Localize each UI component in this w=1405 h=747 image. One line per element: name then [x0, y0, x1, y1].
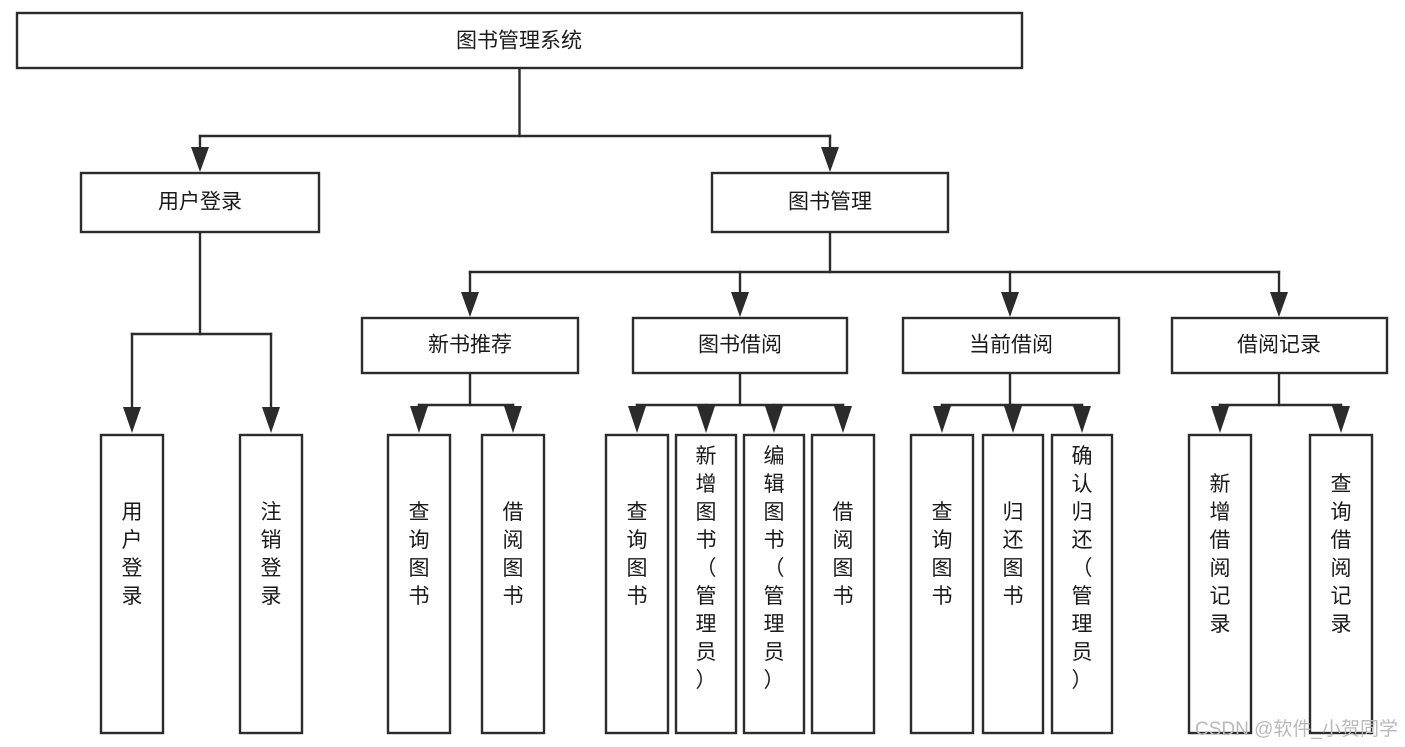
connector-group-root: [191, 66, 839, 172]
node-leaf-query-book-current[interactable]: 查询图书: [909, 433, 975, 735]
node-current-borrow-label: 当前借阅: [969, 334, 1053, 357]
node-leaf-user-login[interactable]: 用户登录: [99, 433, 165, 735]
arrow-to-leaf-borrow-book-2: [834, 406, 852, 433]
arrow-root-to-book-mgmt: [821, 147, 839, 172]
node-leaf-return-book-label: 归还图书: [1003, 501, 1024, 608]
arrow-to-leaf-query-book-1: [410, 406, 428, 433]
connector-group-book-borrow: [628, 371, 852, 433]
node-leaf-borrow-book-rec-box[interactable]: [480, 433, 546, 735]
node-new-book-recommend[interactable]: 新书推荐: [360, 316, 580, 375]
node-new-book-recommend-box[interactable]: [360, 316, 580, 375]
arrow-to-book-borrow: [731, 292, 749, 317]
node-borrow-record[interactable]: 借阅记录: [1170, 316, 1389, 375]
node-leaf-query-book-borrow-label: 查询图书: [627, 501, 648, 608]
arrow-to-leaf-borrow-book-1: [504, 406, 522, 433]
node-leaf-return-book-box[interactable]: [981, 433, 1045, 735]
connector-group-book-mgmt: [461, 230, 1288, 317]
node-current-borrow[interactable]: 当前借阅: [901, 316, 1121, 375]
node-leaf-query-book-current-box[interactable]: [909, 433, 975, 735]
node-leaf-add-book[interactable]: 新增图书（管理员）: [674, 433, 738, 735]
arrow-to-new-book-rec: [461, 292, 479, 317]
arrow-to-leaf-return-book: [1004, 406, 1022, 433]
node-leaf-add-record-box[interactable]: [1187, 433, 1253, 735]
node-leaf-edit-book-label: 编辑图书（管理员）: [764, 445, 785, 692]
node-leaf-logout-label: 注销登录: [261, 501, 282, 608]
node-book-borrow-box[interactable]: [631, 316, 849, 375]
node-leaf-confirm-return[interactable]: 确认归还（管理员）: [1050, 433, 1114, 735]
node-leaf-borrow-book-label: 借阅图书: [833, 501, 854, 608]
node-borrow-record-label: 借阅记录: [1237, 334, 1321, 357]
node-leaf-query-book-current-label: 查询图书: [932, 501, 953, 608]
arrow-to-leaf-query-book-2: [628, 406, 646, 433]
connector-group-borrow-record: [1211, 371, 1350, 433]
node-leaf-borrow-book-box[interactable]: [810, 433, 876, 735]
node-leaf-confirm-return-label: 确认归还（管理员）: [1072, 445, 1093, 692]
connector-group-user-login: [123, 230, 280, 433]
node-leaf-add-record[interactable]: 新增借阅记录: [1187, 433, 1253, 735]
node-leaf-return-book[interactable]: 归还图书: [981, 433, 1045, 735]
arrow-to-leaf-add-book: [697, 406, 715, 433]
node-leaf-user-login-label: 用户登录: [122, 501, 143, 608]
node-root-label: 图书管理系统: [456, 30, 582, 53]
arrow-to-leaf-edit-book: [765, 406, 783, 433]
node-leaf-user-login-box[interactable]: [99, 433, 165, 735]
node-leaf-query-book-borrow[interactable]: 查询图书: [604, 433, 670, 735]
node-leaf-borrow-book[interactable]: 借阅图书: [810, 433, 876, 735]
connector-group-new-book-rec: [410, 371, 522, 433]
node-leaf-query-record-box[interactable]: [1308, 433, 1374, 735]
arrow-to-borrow-record: [1270, 292, 1288, 317]
node-user-login-label: 用户登录: [158, 191, 242, 214]
arrow-to-leaf-query-book-3: [933, 406, 951, 433]
arrow-to-leaf-add-record: [1211, 406, 1229, 433]
node-root-system[interactable]: 图书管理系统: [15, 11, 1024, 70]
arrow-root-to-user-login: [191, 147, 209, 172]
node-leaf-borrow-book-rec[interactable]: 借阅图书: [480, 433, 546, 735]
node-root-box[interactable]: [15, 11, 1024, 70]
arrow-to-leaf-user-login: [123, 407, 141, 433]
node-book-management-box[interactable]: [710, 171, 950, 234]
arrow-to-leaf-logout: [262, 407, 280, 433]
arrow-to-current-borrow: [1001, 292, 1019, 317]
node-leaf-query-book-rec-box[interactable]: [386, 433, 452, 735]
node-leaf-add-record-label: 新增借阅记录: [1210, 473, 1231, 636]
node-leaf-edit-book-box[interactable]: [742, 433, 806, 735]
arrow-to-leaf-confirm-return: [1073, 406, 1091, 433]
arrow-to-leaf-query-record: [1332, 406, 1350, 433]
node-book-borrow-label: 图书借阅: [698, 334, 782, 357]
csdn-watermark: CSDN @软件_小贺同学: [1195, 718, 1398, 740]
node-user-login-box[interactable]: [79, 171, 321, 234]
node-leaf-confirm-return-box[interactable]: [1050, 433, 1114, 735]
node-leaf-add-book-box[interactable]: [674, 433, 738, 735]
node-new-book-recommend-label: 新书推荐: [428, 334, 512, 357]
node-leaf-borrow-book-rec-label: 借阅图书: [503, 501, 524, 608]
node-leaf-add-book-label: 新增图书（管理员）: [696, 445, 717, 692]
node-current-borrow-box[interactable]: [901, 316, 1121, 375]
connector-group-current-borrow: [933, 371, 1091, 433]
node-leaf-query-record[interactable]: 查询借阅记录: [1308, 433, 1374, 735]
node-user-login[interactable]: 用户登录: [79, 171, 321, 234]
node-borrow-record-box[interactable]: [1170, 316, 1389, 375]
node-book-management[interactable]: 图书管理: [710, 171, 950, 234]
node-leaf-logout-box[interactable]: [238, 433, 304, 735]
node-leaf-logout[interactable]: 注销登录: [238, 433, 304, 735]
node-leaf-query-book-borrow-box[interactable]: [604, 433, 670, 735]
node-leaf-edit-book[interactable]: 编辑图书（管理员）: [742, 433, 806, 735]
node-book-borrow[interactable]: 图书借阅: [631, 316, 849, 375]
node-leaf-query-book-rec-label: 查询图书: [409, 501, 430, 608]
node-leaf-query-record-label: 查询借阅记录: [1331, 473, 1352, 636]
node-leaf-query-book-rec[interactable]: 查询图书: [386, 433, 452, 735]
node-book-management-label: 图书管理: [788, 191, 872, 214]
